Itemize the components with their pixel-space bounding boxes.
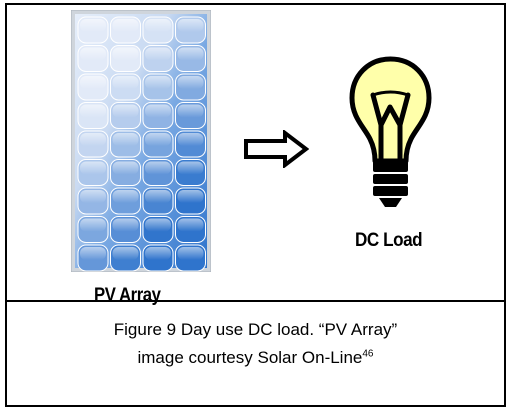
pv-cell-highlight xyxy=(145,47,171,61)
caption-divider xyxy=(5,300,506,302)
pv-cell-highlight xyxy=(145,76,171,89)
light-bulb-icon xyxy=(348,55,433,215)
pv-cell-highlight xyxy=(177,47,204,61)
right-arrow-icon xyxy=(243,128,310,170)
pv-cell-highlight xyxy=(112,161,139,175)
pv-cell-highlight xyxy=(145,247,171,260)
pv-cell-highlight xyxy=(177,190,204,203)
pv-cell-highlight xyxy=(145,161,171,175)
pv-cell-highlight xyxy=(80,161,106,175)
pv-cell-highlight xyxy=(112,218,139,232)
pv-cell-highlight xyxy=(80,104,106,118)
pv-cell-highlight xyxy=(112,133,139,146)
pv-cell-highlight xyxy=(80,76,106,89)
pv-cell-highlight xyxy=(112,247,139,260)
pv-cell-highlight xyxy=(80,190,106,203)
pv-cell-highlight xyxy=(177,19,204,32)
figure-caption-line-2: image courtesy Solar On-Line46 xyxy=(5,348,506,368)
pv-cell-highlight xyxy=(80,218,106,232)
pv-cell-highlight xyxy=(177,161,204,175)
pv-cell-highlight xyxy=(112,47,139,61)
pv-cell-highlight xyxy=(112,190,139,203)
pv-cell-highlight xyxy=(80,247,106,260)
pv-cell-highlight xyxy=(80,47,106,61)
figure-caption-line-1: Figure 9 Day use DC load. “PV Array” xyxy=(113,320,398,339)
pv-cell-highlight xyxy=(145,190,171,203)
pv-cell-highlight xyxy=(177,76,204,89)
pv-cell-highlight xyxy=(177,218,204,232)
pv-cell-highlight xyxy=(112,19,139,32)
pv-cell-highlight xyxy=(80,19,106,32)
pv-cell-highlight xyxy=(80,133,106,146)
pv-cell-highlight xyxy=(177,133,204,146)
pv-cell-highlight xyxy=(145,19,171,32)
caption-credit-text: image courtesy Solar On-Line xyxy=(137,348,363,367)
pv-cell-highlight xyxy=(145,218,171,232)
caption-reference-number: 46 xyxy=(362,348,374,360)
pv-cell-highlight xyxy=(112,76,139,89)
pv-cell-highlight xyxy=(145,104,171,118)
pv-cell-highlight xyxy=(145,133,171,146)
pv-cell-highlight xyxy=(177,247,204,260)
pv-cell-highlight xyxy=(177,104,204,118)
pv-array-icon xyxy=(70,9,212,273)
pv-array-label: PV Array xyxy=(94,285,161,306)
dc-load-label: DC Load xyxy=(355,230,423,251)
pv-cell-highlight xyxy=(112,104,139,118)
